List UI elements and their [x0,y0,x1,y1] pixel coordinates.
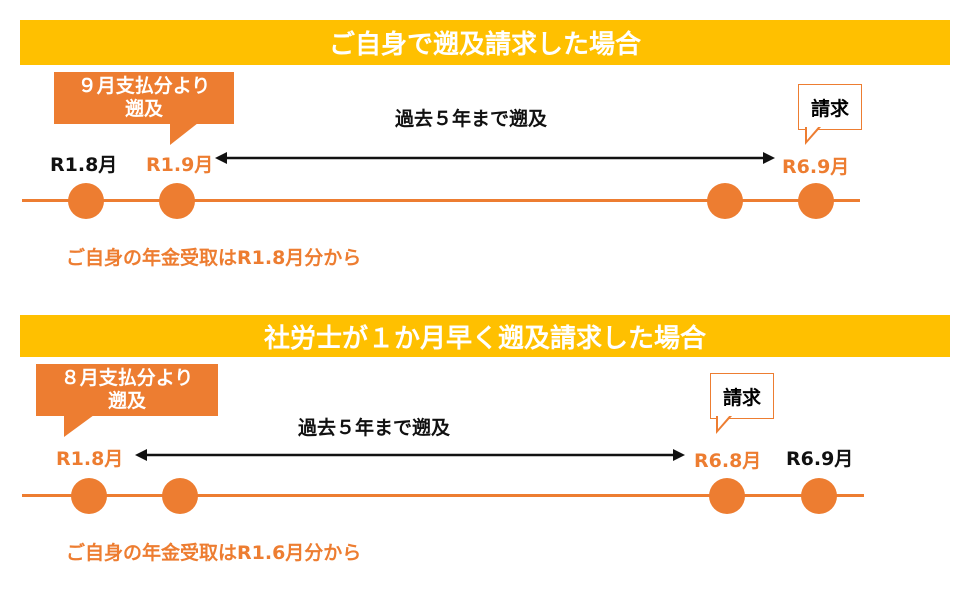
section1-footer: ご自身の年金受取はR1.8月分から [66,247,362,269]
section1-dot-1 [68,183,104,219]
section2-callout-tail [64,415,94,437]
section2-dot-1 [71,478,107,514]
section1-span-text: 過去５年まで遡及 [395,108,548,130]
section1-label-r18: R1.8月 [50,154,118,176]
section1-double-arrow [215,152,775,164]
section2-callout-line1: ８月支払分より [60,367,194,389]
section2-label-r69: R6.9月 [786,448,854,470]
section1-callout-tail [170,123,198,145]
section1-timeline [22,199,860,202]
section1-request-label: 請求 [810,97,849,120]
section1-request-tail-inner [807,126,819,140]
section1-title: ご自身で遡及請求した場合 [20,20,950,65]
section2-request-label: 請求 [722,386,761,409]
section2-dot-2 [162,478,198,514]
section1-callout: ９月支払分より 遡及 [54,72,234,124]
section1-request-box: 請求 [798,84,862,130]
section2-request-box: 請求 [710,373,774,419]
section2-callout-line2: 遡及 [107,390,146,412]
section1-label-r19: R1.9月 [146,154,214,176]
section2-dot-3 [709,478,745,514]
section1-callout-line2: 遡及 [124,98,163,120]
section1-dot-4 [798,183,834,219]
section2-footer: ご自身の年金受取はR1.6月分から [66,542,362,564]
section2-request-tail-inner [718,415,730,429]
section2-label-r18: R1.8月 [56,448,124,470]
section2-span-text: 過去５年まで遡及 [298,417,451,439]
section2-label-r68: R6.8月 [694,450,762,472]
section2-timeline [22,494,864,497]
section2-dot-4 [801,478,837,514]
section1-label-r69: R6.9月 [782,156,850,178]
section1-dot-2 [159,183,195,219]
section1-dot-3 [707,183,743,219]
section1-callout-line1: ９月支払分より [77,75,211,97]
section2-double-arrow [135,449,685,461]
section2-title: 社労士が１か月早く遡及請求した場合 [20,315,950,357]
section2-callout: ８月支払分より 遡及 [36,364,218,416]
